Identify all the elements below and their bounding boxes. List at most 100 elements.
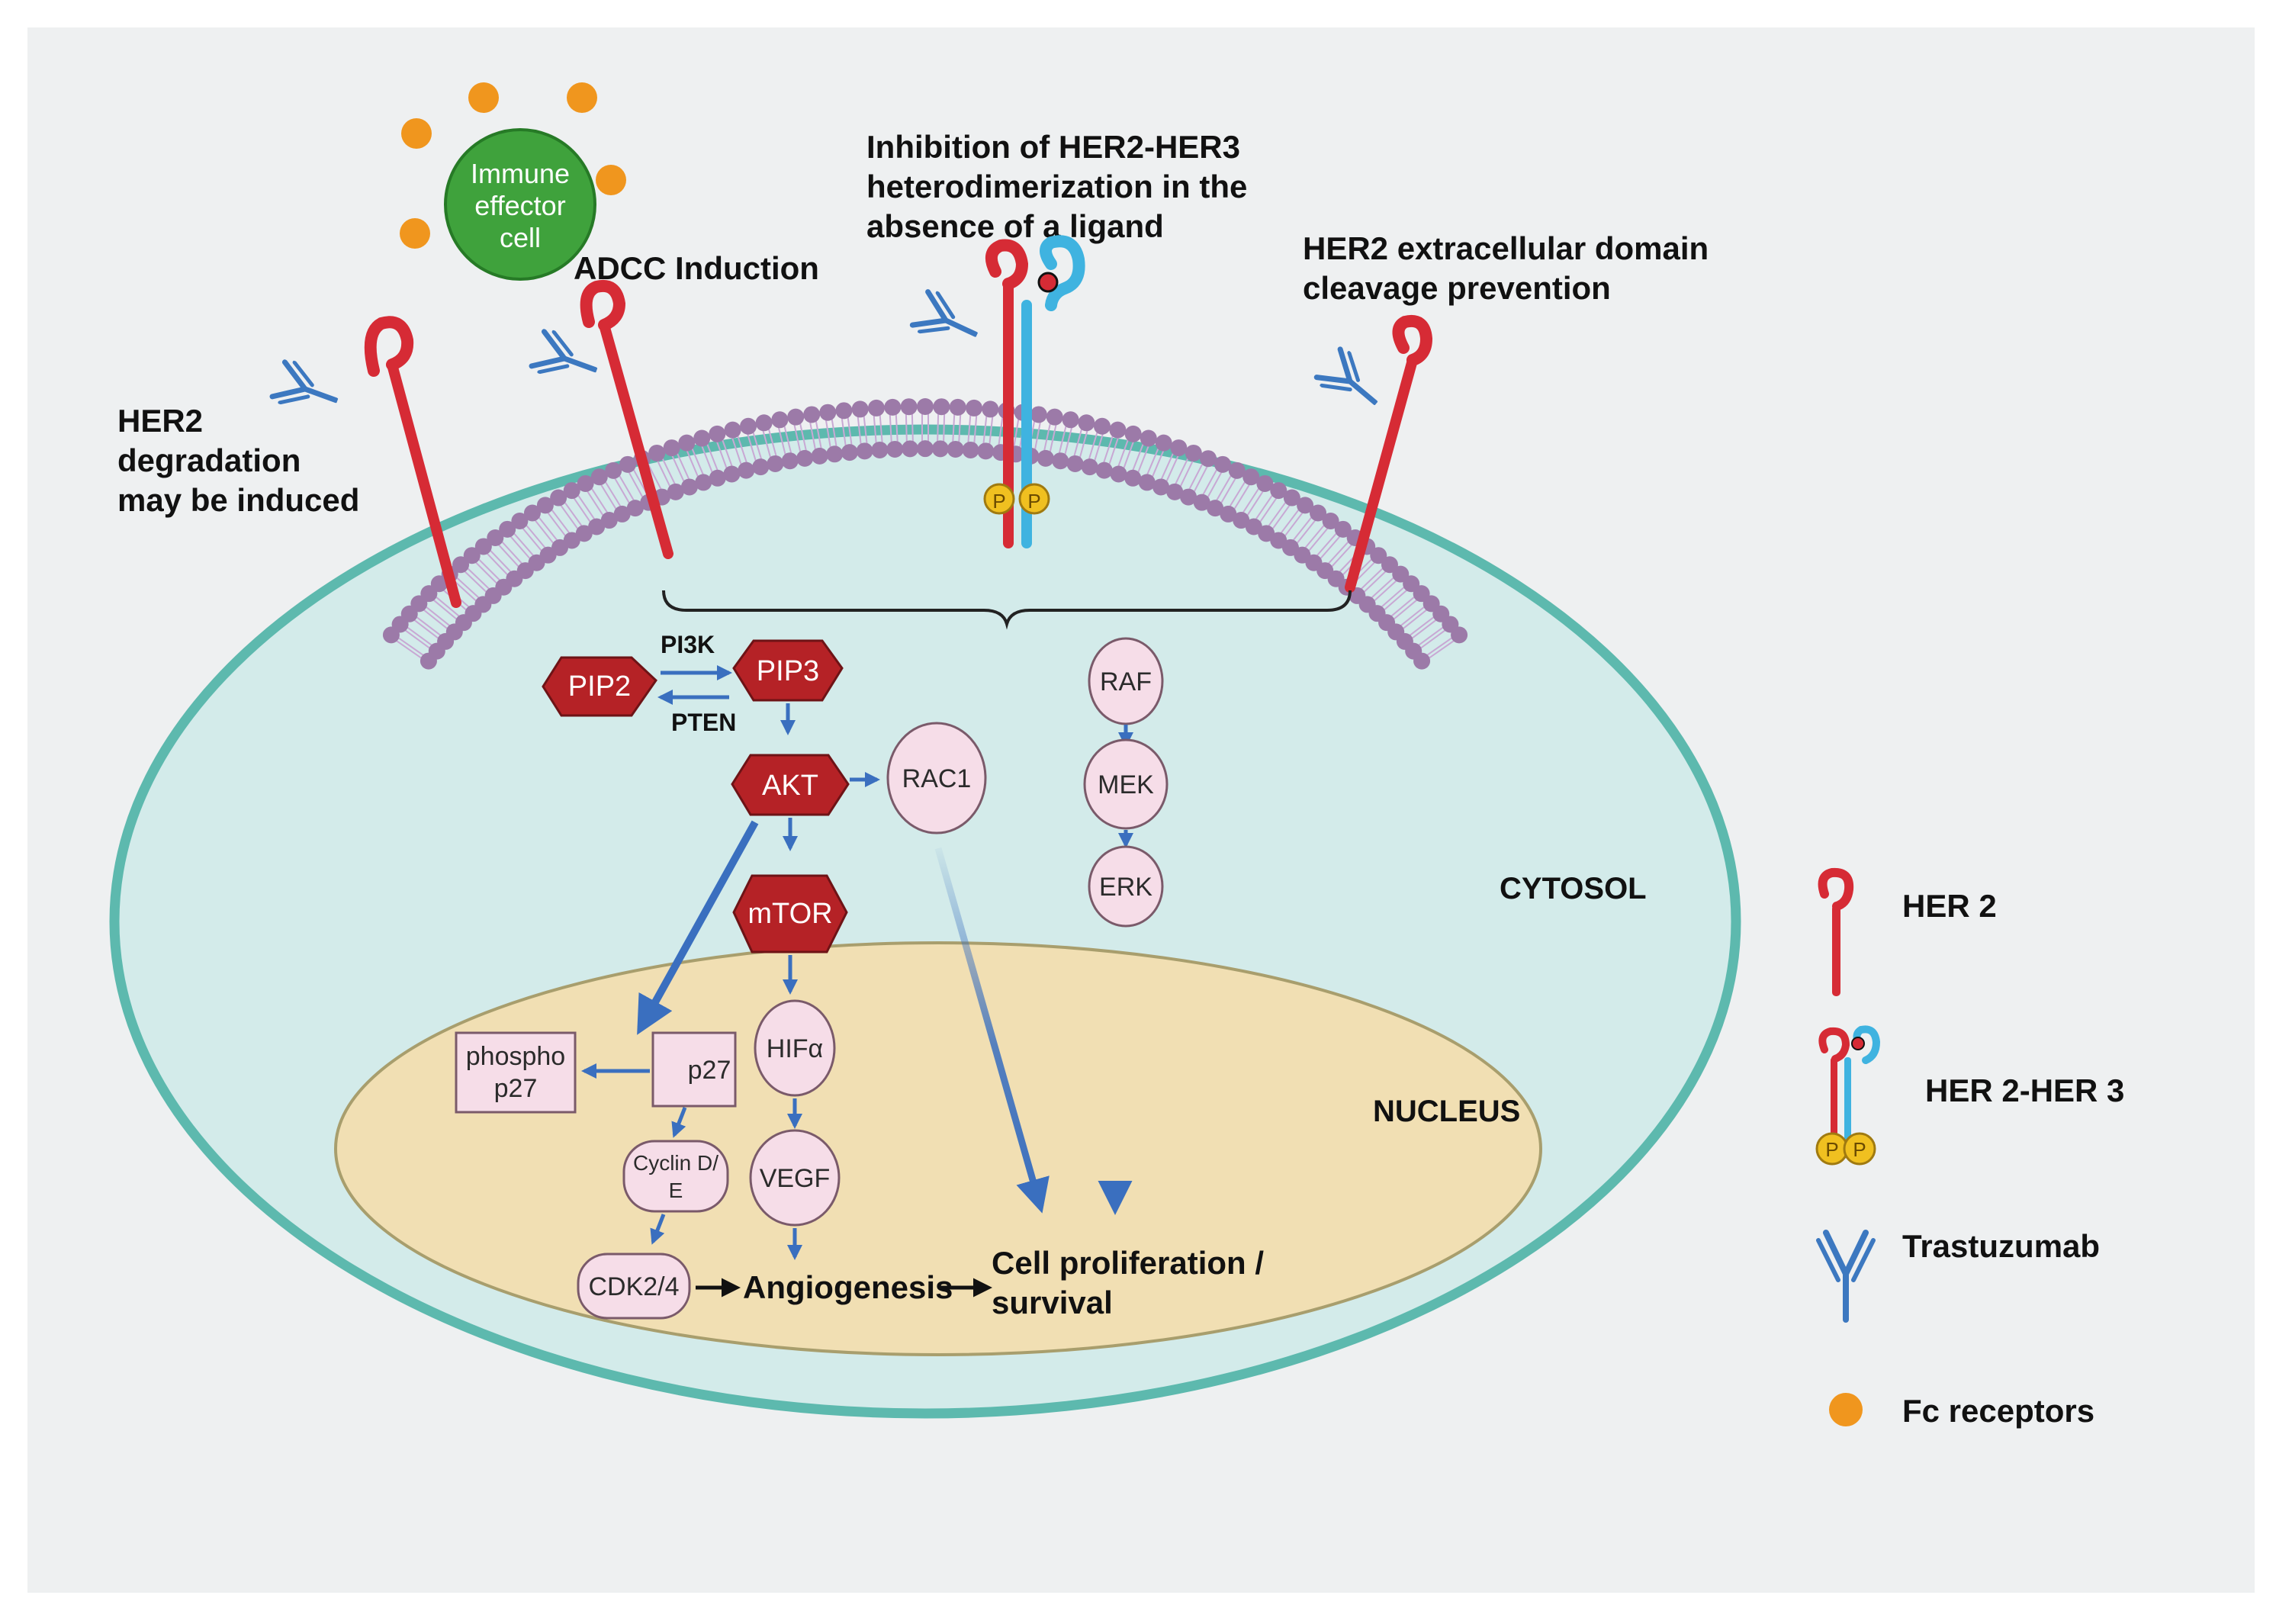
proliferation-label-1: Cell proliferation / — [992, 1245, 1264, 1281]
cyclin-node — [622, 1140, 729, 1213]
lipid-head-inner — [1258, 525, 1275, 542]
hif-label: HIFα — [767, 1034, 823, 1063]
lipid-head-inner — [841, 444, 858, 461]
lipid-head-outer — [1334, 520, 1352, 538]
vegf-label: VEGF — [760, 1164, 831, 1193]
hif-node — [754, 999, 836, 1097]
lipid-head-inner — [613, 505, 631, 523]
her2-receptor-adcc — [531, 280, 673, 559]
lipid-head-inner — [588, 518, 606, 535]
inhibition-label-3: absence of a ligand — [866, 208, 1164, 244]
lipid-head-outer — [1322, 513, 1339, 530]
nucleus — [334, 941, 1542, 1356]
lipid-head-inner — [796, 449, 814, 467]
pten-label: PTEN — [671, 709, 736, 736]
immune-cell-label-3: cell — [500, 222, 541, 253]
legend-her2-icon — [1818, 867, 1854, 996]
lipid-head-outer — [1256, 474, 1274, 492]
cytosol-label: CYTOSOL — [1500, 872, 1647, 905]
akt-to-p27-arrow — [637, 820, 759, 1035]
lipid-head-inner — [680, 478, 698, 496]
phosphate-right — [1018, 483, 1050, 515]
phosphate-right-label: P — [1027, 490, 1040, 513]
lipid-head-inner — [1413, 652, 1431, 670]
lipid-head-outer — [884, 398, 902, 416]
her2-receptor-left — [272, 316, 461, 608]
lipid-head-outer — [1200, 450, 1217, 468]
lipid-head-outer — [933, 398, 950, 416]
lipid-head-outer — [1140, 429, 1157, 447]
lipid-head-outer — [648, 444, 666, 461]
lipid-head-outer — [755, 414, 773, 432]
lipid-head-outer — [1270, 482, 1287, 500]
lipid-head-outer — [430, 575, 448, 593]
lipid-head-outer — [678, 434, 696, 452]
proliferation-label-2: survival — [992, 1285, 1113, 1320]
pi3k-label: PI3K — [661, 631, 715, 658]
lipid-head-inner — [1095, 461, 1113, 479]
trastuzumab-antibody-icon — [531, 329, 603, 390]
cyclin-to-cdk-arrow — [650, 1214, 666, 1245]
cyclin-label-1: Cyclin D/ — [633, 1151, 718, 1175]
cdk-label: CDK2/4 — [588, 1272, 679, 1301]
akt-label: AKT — [762, 770, 818, 802]
lipid-head-outer — [511, 513, 529, 530]
lipid-head-inner — [1052, 452, 1069, 470]
lipid-head-outer — [771, 411, 789, 429]
lipid-head-outer — [709, 425, 726, 442]
pip3-node — [732, 639, 844, 702]
lipid-head-outer — [693, 429, 711, 447]
mapk-pathway: RAF MEK ERK — [1083, 637, 1169, 1215]
lipid-head-outer — [1370, 547, 1387, 564]
mtor-node — [732, 874, 848, 953]
lipid-head-outer — [1310, 504, 1327, 522]
lipid-head-outer — [867, 399, 885, 416]
fc-receptor-dot — [401, 118, 432, 149]
phospho-p27-label-1: phospho — [466, 1042, 565, 1071]
fc-receptor-dot — [596, 165, 626, 195]
cdk-node — [577, 1253, 691, 1320]
lipid-head-inner — [856, 442, 873, 460]
immune-cell-label-2: effector — [474, 190, 565, 221]
phospho-p27-node — [455, 1031, 577, 1114]
lipid-head-outer — [590, 468, 608, 486]
p27-to-cyclin-arrow — [671, 1107, 687, 1138]
lipid-head-inner — [600, 512, 618, 529]
rac1-node — [886, 722, 987, 835]
lipid-head-outer — [1046, 408, 1063, 426]
inhibition-label-1: Inhibition of HER2-HER3 — [866, 129, 1240, 165]
immune-cell-label-1: Immune — [471, 158, 570, 189]
phosphate-left-label: P — [992, 490, 1005, 513]
lipid-head-inner — [709, 469, 726, 487]
raf-node — [1088, 637, 1164, 725]
erk-label: ERK — [1099, 873, 1152, 902]
lipid-head-inner — [563, 532, 580, 549]
trastuzumab-antibody-icon — [272, 359, 343, 420]
phosphate-left — [983, 483, 1015, 515]
lipid-head-inner — [1066, 455, 1084, 472]
lipid-bilayer-membrane — [382, 398, 1468, 670]
legend: HER 2 P P HER 2-HER 3 Trastuzumab Fc rec… — [1815, 867, 2124, 1429]
legend-fc-receptor-icon — [1829, 1393, 1863, 1426]
trastuzumab-antibody-icon — [911, 289, 985, 354]
lipid-head-outer — [577, 474, 594, 492]
lipid-head-outer — [787, 408, 805, 426]
lipid-head-outer — [1297, 497, 1314, 514]
lipid-head-outer — [463, 547, 481, 564]
immune-cell-body — [444, 128, 596, 281]
legend-her2-label: HER 2 — [1902, 888, 1997, 924]
lipid-head-outer — [1283, 489, 1300, 506]
pip3-label: PIP3 — [757, 655, 819, 687]
lipid-head-inner — [781, 452, 799, 470]
lipid-head-inner — [1193, 494, 1210, 511]
lipid-head-outer — [1155, 434, 1172, 452]
receptor-brace — [662, 590, 1352, 630]
pi3k-akt-pathway: PIP2 PIP3 PI3K PTEN AKT RAC1 mTOR HIFα V… — [455, 631, 1264, 1320]
legend-her2-her3-label: HER 2-HER 3 — [1925, 1072, 2124, 1108]
legend-her2-her3-icon: P P — [1815, 1025, 1881, 1166]
lipid-head-outer — [819, 404, 837, 421]
lipid-head-inner — [723, 465, 741, 483]
lipid-head-outer — [1078, 414, 1095, 432]
lipid-head-inner — [1166, 483, 1184, 500]
